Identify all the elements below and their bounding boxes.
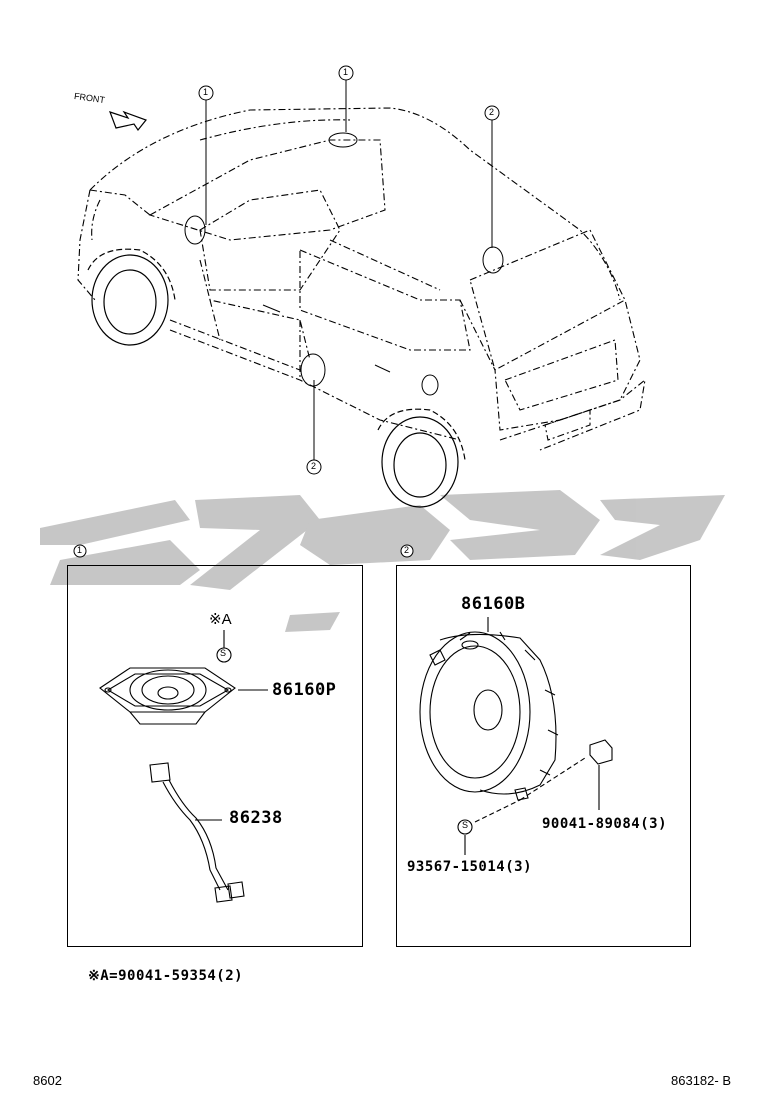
speaker-part-number: 86160B	[461, 594, 526, 614]
callout-1-dash: 1	[203, 87, 209, 97]
reference-note: ※A=90041-59354(2)	[88, 968, 244, 984]
callout-box1: 1	[77, 545, 83, 555]
callout-2-roof: 2	[489, 107, 495, 117]
harness-part-number: 86238	[229, 808, 283, 828]
detail-box-1	[67, 565, 363, 947]
vehicle-outline	[77, 107, 646, 451]
footer-left-code: 8602	[33, 1073, 62, 1088]
detail-box-2	[396, 565, 691, 947]
door-speaker-drawing	[419, 617, 613, 855]
callout-leaders	[73, 65, 500, 558]
tweeter-drawing	[99, 630, 268, 725]
screw-symbol-s-2: S	[462, 820, 469, 830]
nut-part-number: 90041-89084(3)	[542, 816, 668, 832]
footer-right-code: 863182- B	[671, 1073, 731, 1088]
screw-reference-a: ※A	[209, 611, 232, 628]
harness-drawing	[149, 762, 245, 903]
vehicle-speaker-markers	[184, 132, 504, 396]
tweeter-part-number: 86160P	[272, 680, 337, 700]
screw-part-number: 93567-15014(3)	[407, 859, 533, 875]
wheels	[87, 248, 466, 508]
front-arrow-icon	[108, 110, 147, 132]
screw-symbol-s: S	[220, 648, 227, 658]
callout-2-door: 2	[311, 461, 317, 471]
callout-box2: 2	[404, 545, 410, 555]
callout-1-roof: 1	[343, 67, 349, 77]
